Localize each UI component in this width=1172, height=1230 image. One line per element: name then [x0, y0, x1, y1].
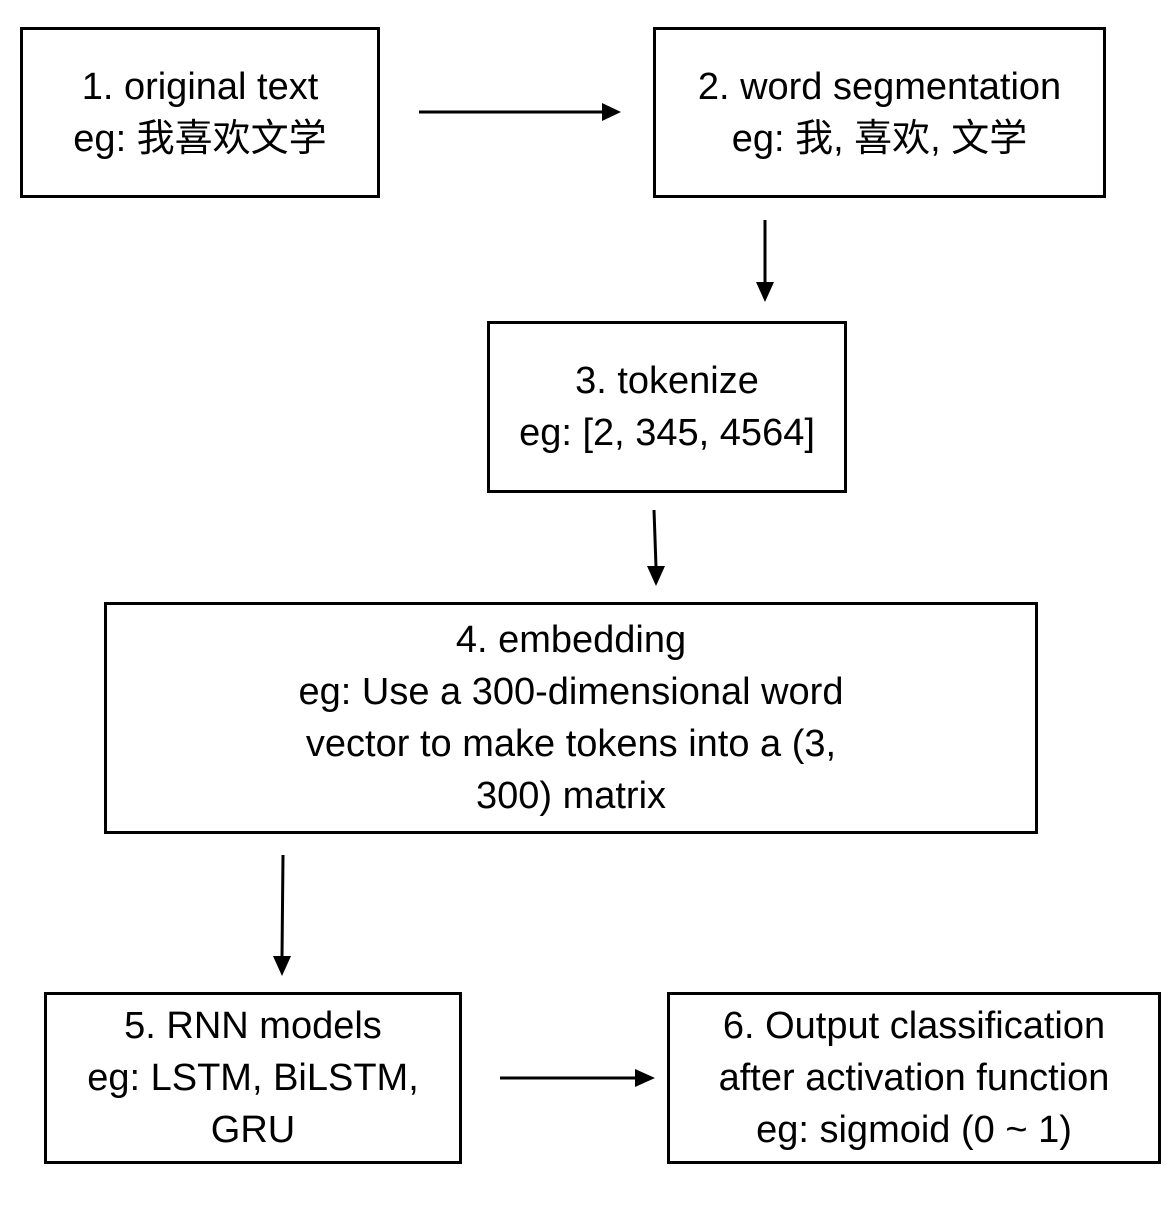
step-rnn-models: 5. RNN models eg: LSTM, BiLSTM, GRU	[44, 992, 462, 1164]
step-example-line-2: vector to make tokens into a (3,	[305, 723, 837, 765]
step-title: 2. word segmentation	[697, 65, 1062, 108]
step-word-segmentation: 2. word segmentation eg: 我, 喜欢, 文学	[653, 27, 1106, 198]
step-original-text: 1. original text eg: 我喜欢文学	[20, 27, 380, 198]
step-example-line-3: 300) matrix	[475, 775, 667, 817]
step-example-line-1: eg: LSTM, BiLSTM,	[87, 1057, 419, 1099]
arrowhead-5-to-6	[635, 1069, 655, 1087]
step-tokenize: 3. tokenize eg: [2, 345, 4564]	[487, 321, 847, 493]
arrowhead-3-to-4	[647, 566, 665, 586]
step-title: 4. embedding	[455, 619, 687, 661]
step-title: 5. RNN models	[124, 1005, 382, 1047]
step-example: eg: [2, 345, 4564]	[519, 412, 815, 454]
step-example-line-2: GRU	[210, 1109, 296, 1151]
arrowhead-1-to-2	[602, 103, 621, 121]
step-title: 1. original text	[81, 65, 319, 108]
step-example: eg: 我喜欢文学	[73, 117, 327, 160]
step-output-classification: 6. Output classification after activatio…	[667, 992, 1161, 1164]
step-title: 3. tokenize	[575, 360, 759, 402]
step-title: 6. Output classification	[722, 1005, 1106, 1047]
arrowhead-4-to-5	[273, 956, 291, 976]
step-example: eg: 我, 喜欢, 文学	[731, 117, 1028, 160]
step-subtitle: after activation function	[718, 1057, 1110, 1099]
step-example: eg: sigmoid (0 ~ 1)	[756, 1109, 1072, 1151]
step-example-line-1: eg: Use a 300-dimensional word	[298, 671, 844, 713]
arrowhead-2-to-3	[756, 282, 774, 302]
arrow-4-to-5	[280, 854, 285, 958]
step-embedding: 4. embedding eg: Use a 300-dimensional w…	[104, 602, 1038, 834]
arrow-3-to-4	[652, 509, 658, 568]
